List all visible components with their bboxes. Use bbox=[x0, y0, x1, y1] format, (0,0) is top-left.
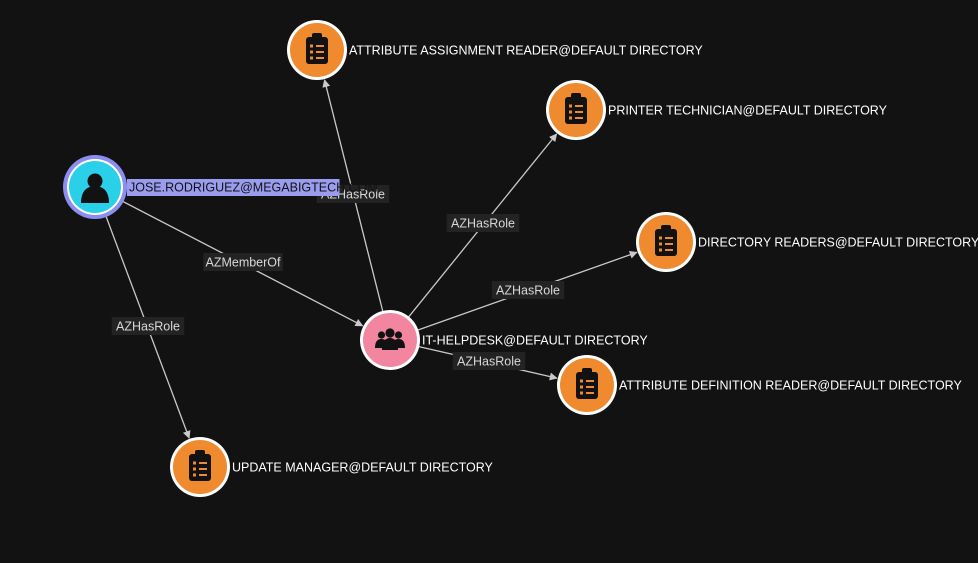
node-label[interactable]: IT-HELPDESK@DEFAULT DIRECTORY bbox=[422, 334, 648, 348]
edge-label: AZHasRole bbox=[457, 355, 521, 369]
edge[interactable]: AZHasRole bbox=[417, 250, 638, 331]
clipboard-list-icon bbox=[655, 225, 677, 256]
node-label[interactable]: JOSE.RODRIGUEZ@MEGABIGTECH.COM bbox=[129, 181, 378, 195]
clipboard-list-icon bbox=[576, 368, 598, 399]
edge-label: AZMemberOf bbox=[205, 256, 281, 270]
clipboard-list-icon bbox=[306, 33, 328, 64]
edge-label-bg bbox=[446, 214, 520, 232]
clipboard-list-icon bbox=[189, 450, 211, 481]
edge[interactable]: AZMemberOf bbox=[122, 200, 364, 327]
clipboard-list-icon bbox=[565, 93, 587, 124]
node-r_printer[interactable]: PRINTER TECHNICIAN@DEFAULT DIRECTORY bbox=[546, 80, 888, 140]
edge-label-bg bbox=[452, 352, 526, 370]
node-user[interactable]: JOSE.RODRIGUEZ@MEGABIGTECH.COM bbox=[63, 155, 378, 219]
node-group[interactable]: IT-HELPDESK@DEFAULT DIRECTORY bbox=[360, 310, 648, 370]
node-r_assign[interactable]: ATTRIBUTE ASSIGNMENT READER@DEFAULT DIRE… bbox=[287, 20, 703, 80]
node-label[interactable]: DIRECTORY READERS@DEFAULT DIRECTORY bbox=[698, 236, 978, 250]
node-r_dirread[interactable]: DIRECTORY READERS@DEFAULT DIRECTORY bbox=[636, 212, 978, 272]
edge[interactable]: AZHasRole bbox=[418, 345, 558, 381]
node-label[interactable]: PRINTER TECHNICIAN@DEFAULT DIRECTORY bbox=[608, 104, 888, 118]
edge-label-bg bbox=[491, 281, 565, 299]
node-label[interactable]: ATTRIBUTE ASSIGNMENT READER@DEFAULT DIRE… bbox=[349, 44, 703, 58]
edge-label: AZHasRole bbox=[451, 217, 515, 231]
node-label[interactable]: ATTRIBUTE DEFINITION READER@DEFAULT DIRE… bbox=[619, 379, 962, 393]
edge-label-bg bbox=[111, 317, 185, 335]
edge-label: AZHasRole bbox=[116, 320, 180, 334]
edge-label-bg bbox=[203, 253, 283, 271]
node-label[interactable]: UPDATE MANAGER@DEFAULT DIRECTORY bbox=[232, 461, 494, 475]
edge[interactable]: AZHasRole bbox=[407, 133, 558, 318]
node-r_attrdef[interactable]: ATTRIBUTE DEFINITION READER@DEFAULT DIRE… bbox=[557, 355, 962, 415]
node-r_update[interactable]: UPDATE MANAGER@DEFAULT DIRECTORY bbox=[170, 437, 494, 497]
node-label-highlight bbox=[127, 179, 340, 196]
edge-label: AZHasRole bbox=[496, 284, 560, 298]
edge[interactable]: AZHasRole bbox=[105, 215, 191, 439]
